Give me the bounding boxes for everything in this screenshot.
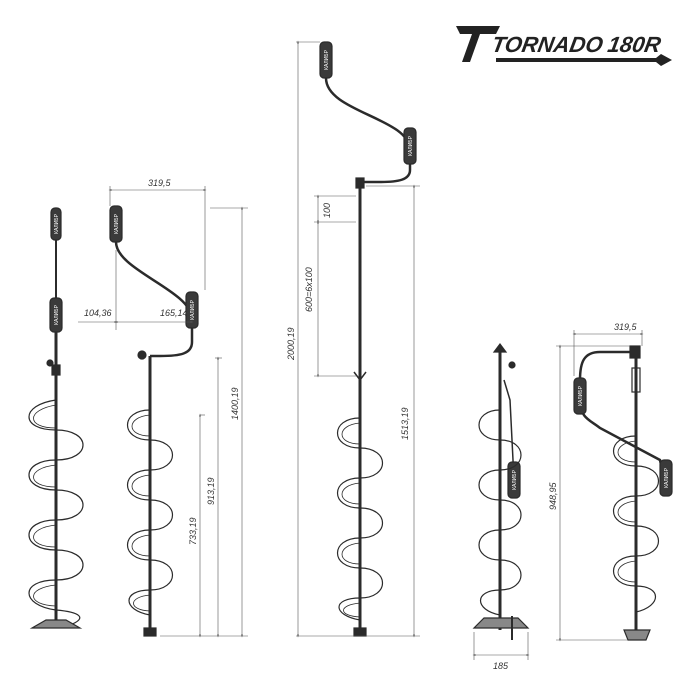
- dim-height-total-3: 2000,19: [286, 327, 296, 361]
- grip-label: КАЛИБР: [324, 49, 330, 70]
- auger-4-side-view: [472, 343, 530, 640]
- dim-height-mid-2: 913,19: [206, 477, 216, 505]
- auger-5-crank: [578, 350, 664, 471]
- auger-5-spiral: [612, 435, 660, 613]
- dim-offset-left: 104,36: [84, 308, 112, 318]
- dim-step-series: 600=6x100: [304, 267, 314, 312]
- auger-2-dimension-lines: [78, 186, 248, 638]
- auger-3-lower-grip: [403, 127, 417, 165]
- auger-5-upper-grip: [573, 377, 587, 415]
- dim-blade-width: 185: [493, 661, 509, 671]
- auger-2-side-view: [109, 205, 199, 637]
- auger-5-side-view: [573, 345, 673, 641]
- auger-2-lower-grip: [185, 291, 199, 329]
- grip-label: КАЛИБР: [54, 213, 60, 234]
- logo-t-swoosh-icon: [456, 26, 500, 62]
- logo-model: 180R: [606, 32, 663, 57]
- grip-label: КАЛИБР: [664, 467, 670, 488]
- dim-height-low-2: 733,19: [188, 517, 198, 545]
- grip-label: КАЛИБР: [578, 385, 584, 406]
- grip-label: КАЛИБР: [408, 135, 414, 156]
- dim-height-lower-3: 1513,19: [400, 407, 410, 440]
- grip-label: КАЛИБР: [512, 469, 518, 490]
- grip-label: КАЛИБР: [114, 213, 120, 234]
- auger-4-folded-grip: [507, 461, 521, 499]
- auger-3-side-view: [319, 41, 417, 637]
- dim-width-5: 319,5: [614, 322, 638, 332]
- auger-3-dimension-lines: [296, 40, 420, 638]
- auger-1-blade: [29, 619, 83, 629]
- grip-label: КАЛИБР: [54, 304, 60, 325]
- auger-3-spiral: [336, 417, 384, 621]
- auger-5-lower-grip: [659, 459, 673, 497]
- auger-2-crank: [114, 241, 194, 358]
- auger-3-crank: [324, 77, 412, 184]
- auger-2-spiral: [126, 409, 174, 616]
- auger-4-dimension-lines: [472, 632, 530, 660]
- dim-height-total-2: 1400,19: [230, 387, 240, 420]
- auger-1-spiral: [28, 399, 84, 626]
- grip-label: КАЛИБР: [190, 299, 196, 320]
- auger-5-dimension-lines: [556, 330, 644, 642]
- auger-1-side-view: [28, 207, 84, 629]
- dim-width-1: 319,5: [148, 178, 172, 188]
- auger-4-spiral: [478, 409, 522, 616]
- logo-brand: TORNADO: [490, 32, 605, 57]
- tornado-180r-logo: TORNADO 180R: [456, 26, 672, 66]
- dim-step-100: 100: [322, 203, 332, 218]
- dim-height-total-5: 948,95: [548, 481, 558, 510]
- dim-offset-right: 165,14: [160, 308, 188, 318]
